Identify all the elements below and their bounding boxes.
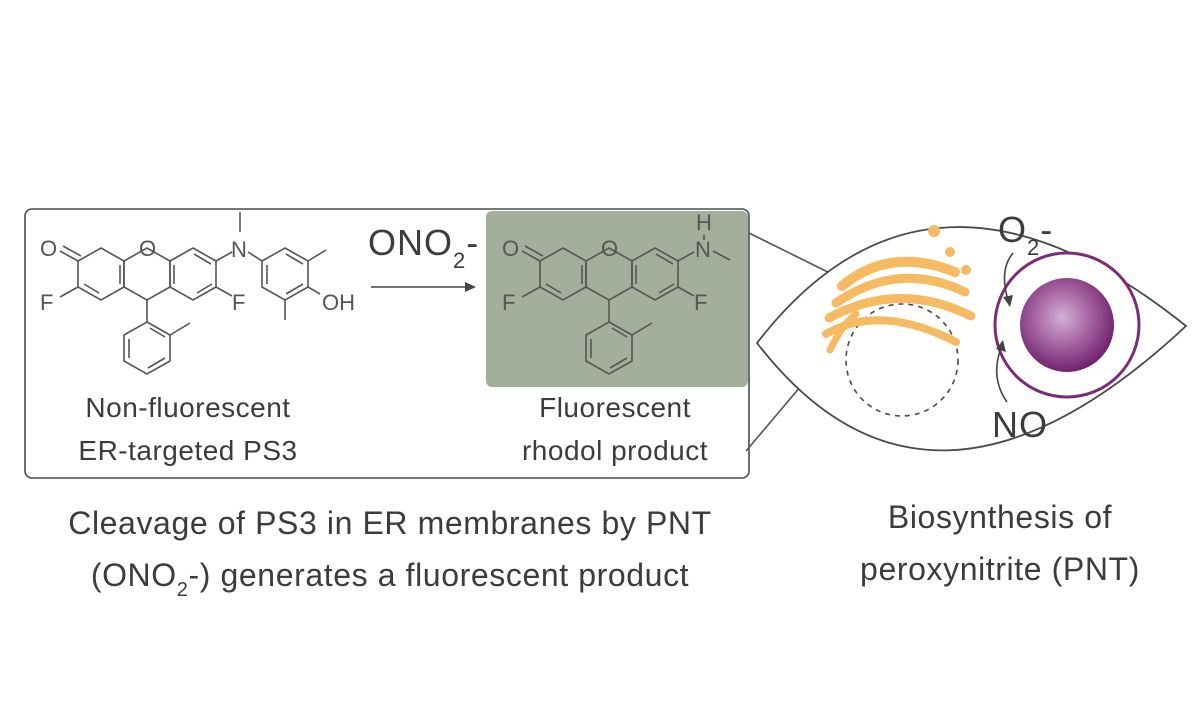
reactant-ring-o-label: O [139, 236, 156, 261]
reactant-oh-label: OH [322, 290, 355, 315]
product-n-label: N [695, 237, 711, 262]
nitric-oxide-arrowhead [996, 340, 1006, 352]
right-caption-line1: Biosynthesis of [887, 499, 1113, 535]
reaction-box [24, 208, 750, 479]
reactant-f-right-label: F [232, 290, 245, 315]
superoxide-label: O2- [998, 209, 1053, 260]
reactant-label-line2: ER-targeted PS3 [78, 435, 298, 466]
reactant-carbonyl-o-label: O [40, 236, 57, 261]
reactant-label-line1: Non-fluorescent [85, 392, 291, 423]
superoxide-arrow [1003, 252, 1014, 301]
right-caption: Biosynthesis of peroxynitrite (PNT) [810, 491, 1190, 595]
product-f-left-label: F [502, 290, 515, 315]
product-carbonyl-o-label: O [502, 236, 519, 261]
nitric-oxide-arrow [995, 347, 1008, 403]
reactant-label: Non-fluorescent ER-targeted PS3 [28, 386, 348, 472]
product-structure [521, 235, 731, 375]
product-label-line2: rhodol product [521, 435, 708, 466]
nitric-oxide-label: NO [992, 404, 1048, 445]
product-label: Fluorescent rhodol product [460, 386, 770, 472]
reactant-f-left-label: F [40, 290, 53, 315]
er-membranes [822, 256, 976, 354]
left-caption-line2: (ONO2-) generates a fluorescent product [90, 557, 690, 601]
product-ring-o-label: O [601, 236, 618, 261]
right-caption-line2: peroxynitrite (PNT) [860, 551, 1140, 587]
product-label-line1: Fluorescent [539, 392, 691, 423]
product-h-label: H [696, 210, 712, 235]
superoxide-arrowhead [1003, 295, 1013, 307]
reactant-structure [59, 212, 327, 375]
reactant-n-label: N [231, 237, 247, 262]
reaction-arrowhead [465, 282, 476, 292]
left-caption-line1: Cleavage of PS3 in ER membranes by PNT [68, 505, 712, 541]
nucleus [1020, 278, 1114, 372]
reagent-label: ONO2- [368, 222, 479, 273]
er-vesicle [845, 303, 959, 417]
product-f-right-label: F [694, 290, 707, 315]
left-caption: Cleavage of PS3 in ER membranes by PNT (… [10, 497, 770, 616]
er-vesicles [928, 225, 971, 275]
